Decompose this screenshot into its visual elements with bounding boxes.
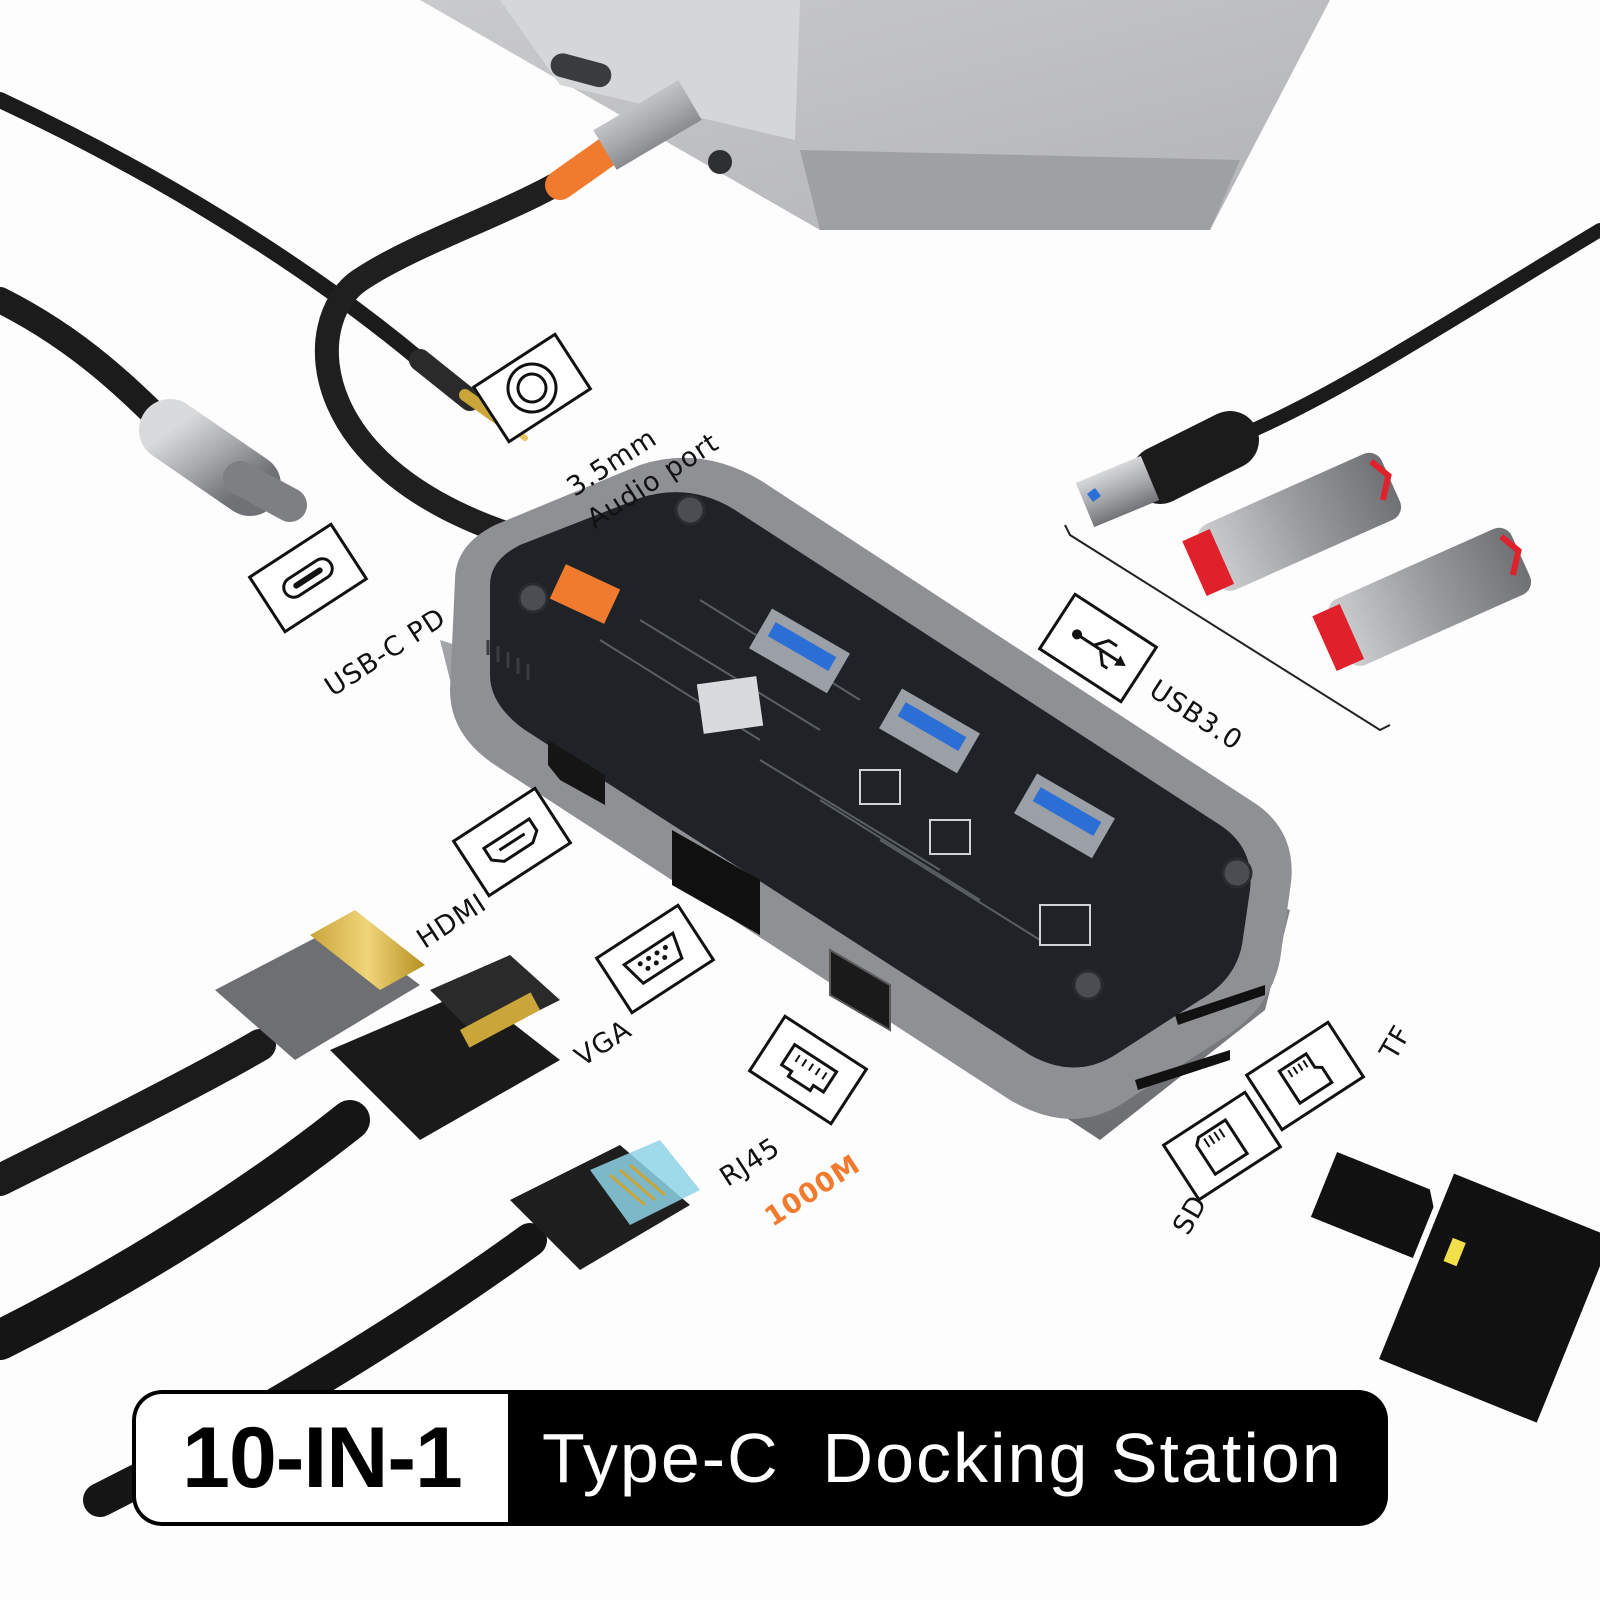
hdmi-cable <box>0 1029 276 1196</box>
banner-count: 10-IN-1 <box>132 1390 508 1526</box>
vga-icon <box>621 930 684 986</box>
tf-port-icon <box>1244 1020 1366 1132</box>
laptop-corner <box>420 0 1330 230</box>
usbc-pd-cable-upper <box>0 92 428 368</box>
usb3-port-3 <box>1014 773 1115 859</box>
rj45-plug <box>510 1140 700 1270</box>
usb-icon <box>1072 629 1126 670</box>
usb-c-port-icon <box>247 522 369 634</box>
count-label: 10-IN-1 <box>182 1409 463 1506</box>
flash-drive-2 <box>1312 527 1532 672</box>
micro-sd-card <box>1310 1151 1434 1259</box>
usb3-port-1 <box>749 608 850 694</box>
docking-hub <box>440 457 1292 1140</box>
vga-port-icon <box>594 903 716 1015</box>
rj45-port <box>829 948 891 1032</box>
hdmi-port-icon <box>451 786 573 898</box>
usbc-plug <box>139 399 307 522</box>
banner-name: Type-C Docking Station <box>508 1390 1388 1526</box>
tf-slot <box>1175 985 1265 1025</box>
usb3-port-icon <box>1037 592 1159 704</box>
usb3-port-2 <box>879 688 980 774</box>
ethernet-icon <box>779 1042 839 1095</box>
vga-port <box>672 830 760 935</box>
usb-c-icon <box>282 557 334 599</box>
tf-card-icon <box>1277 1051 1334 1106</box>
vga-plug <box>330 955 560 1140</box>
sd-card-icon <box>1195 1117 1250 1177</box>
hub-cable-plug <box>545 80 702 200</box>
sd-card <box>1379 1173 1600 1423</box>
product-title-banner: 10-IN-1 Type-C Docking Station <box>132 1390 1388 1526</box>
hdmi-plug <box>215 910 425 1060</box>
vga-cable <box>0 1100 370 1360</box>
audio-port-icon <box>471 332 593 444</box>
usb-a-cable <box>1223 223 1600 447</box>
sd-slot <box>1135 1050 1230 1090</box>
sd-port-icon <box>1161 1090 1283 1202</box>
hdmi-icon <box>481 816 539 863</box>
rj45-port-icon <box>747 1014 869 1126</box>
audio-icon <box>506 362 558 414</box>
flash-drive-1 <box>1182 452 1402 597</box>
hub-cable <box>314 158 592 557</box>
product-name-label: Type-C Docking Station <box>542 1419 1343 1497</box>
usb-a-plug <box>1075 411 1259 528</box>
usb-bracket <box>1064 524 1391 732</box>
hdmi-port <box>548 740 605 805</box>
